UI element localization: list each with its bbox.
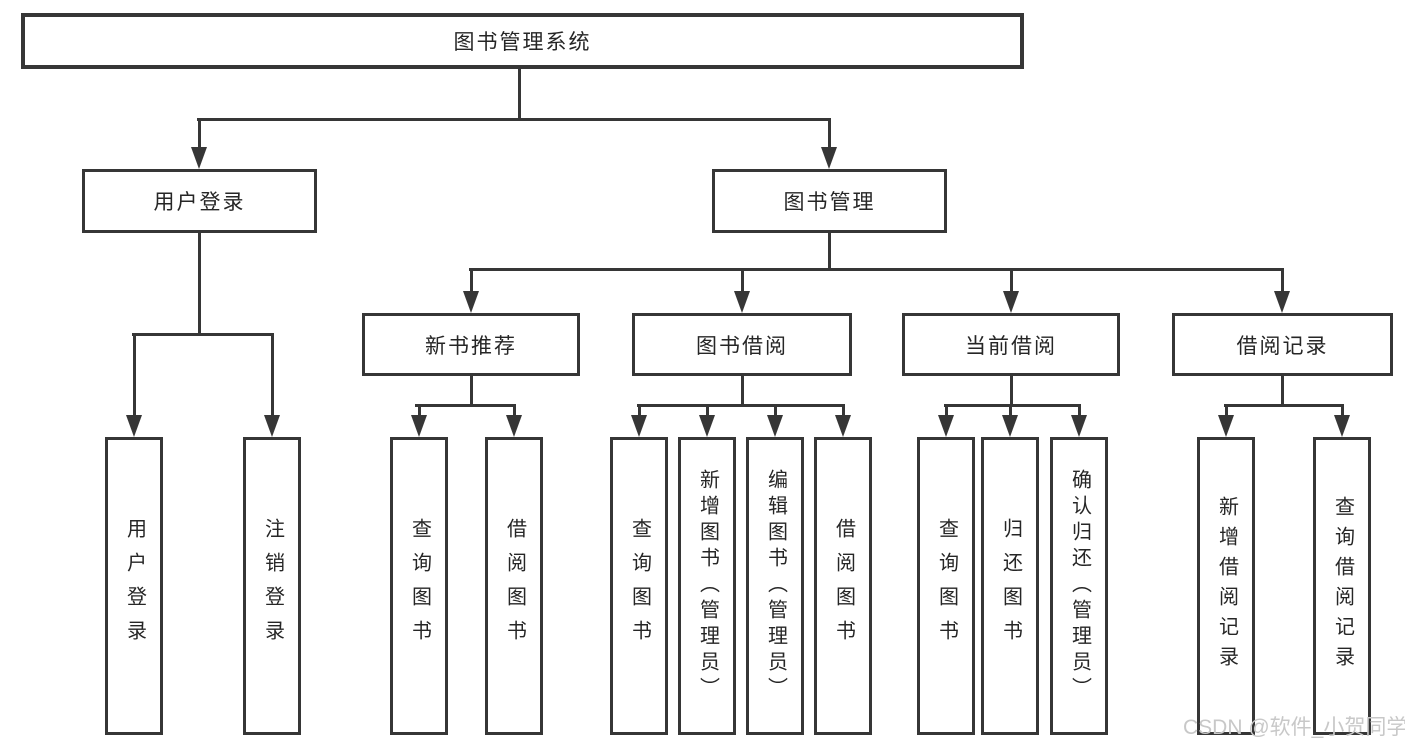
connector-line: [133, 333, 136, 417]
connector-user-login-stem: [198, 233, 201, 336]
csdn-watermark: CSDN @软件_小贺同学: [1183, 716, 1405, 739]
node-book-management-label: 图书管理: [783, 191, 876, 214]
leaf-edit-book-admin-label: 编辑图书（管理员）: [764, 469, 787, 703]
connector-group-bus: [637, 404, 845, 407]
node-borrow-records: 借阅记录: [1172, 313, 1393, 376]
node-user-login: 用户登录: [82, 169, 317, 233]
connector-line: [1010, 268, 1013, 293]
node-current-borrowing: 当前借阅: [902, 313, 1120, 376]
connector-group-stem: [470, 376, 473, 406]
connector-line: [706, 404, 709, 417]
leaf-add-borrow-record: 新增借阅记录: [1197, 437, 1255, 735]
connector-line: [1009, 404, 1012, 417]
node-new-book-recommend: 新书推荐: [362, 313, 580, 376]
leaf-user-login: 用户登录: [105, 437, 163, 735]
connector-arrow: [1274, 291, 1290, 313]
node-book-borrowing: 图书借阅: [632, 313, 852, 376]
connector-arrow: [821, 147, 837, 169]
connector-line: [945, 404, 948, 417]
connector-arrow: [1071, 415, 1087, 437]
connector-group-bus: [1224, 404, 1344, 407]
leaf-add-book-admin-label: 新增图书（管理员）: [696, 469, 719, 703]
connector-arrow: [126, 415, 142, 437]
leaf-return-books-label: 归还图书: [999, 518, 1022, 654]
connector-line: [1225, 404, 1228, 417]
leaf-borrow-books-borrowing-label: 借阅图书: [832, 518, 855, 654]
connector-group-bus: [415, 404, 516, 407]
connector-root-stem: [518, 69, 521, 120]
node-user-login-label: 用户登录: [153, 191, 246, 214]
leaf-query-books-borrowing-label: 查询图书: [628, 518, 651, 654]
leaf-add-book-admin: 新增图书（管理员）: [678, 437, 736, 735]
node-new-book-recommend-label: 新书推荐: [425, 334, 517, 358]
leaf-edit-book-admin: 编辑图书（管理员）: [746, 437, 804, 735]
connector-arrow: [463, 291, 479, 313]
connector-group-stem: [1010, 376, 1013, 406]
connector-line: [418, 404, 421, 417]
connector-line: [1078, 404, 1081, 417]
connector-line: [1341, 404, 1344, 417]
leaf-query-books-recommend-label: 查询图书: [408, 518, 431, 654]
connector-arrow: [411, 415, 427, 437]
node-book-borrowing-label: 图书借阅: [696, 334, 788, 358]
leaf-borrow-books-recommend: 借阅图书: [485, 437, 543, 735]
leaf-borrow-books-recommend-label: 借阅图书: [503, 518, 526, 654]
connector-arrow: [1334, 415, 1350, 437]
connector-level2-bus: [469, 268, 1284, 271]
connector-line: [198, 118, 201, 149]
leaf-query-books-recommend: 查询图书: [390, 437, 448, 735]
connector-line: [470, 268, 473, 293]
connector-line: [513, 404, 516, 417]
leaf-query-books-current-label: 查询图书: [935, 518, 958, 654]
connector-group-stem: [1281, 376, 1284, 406]
connector-line: [774, 404, 777, 417]
connector-line: [1281, 268, 1284, 293]
connector-user-login-bus: [132, 333, 274, 336]
leaf-logout-label: 注销登录: [261, 518, 284, 654]
connector-arrow: [938, 415, 954, 437]
connector-line: [271, 333, 274, 417]
root-node: 图书管理系统: [21, 13, 1024, 69]
leaf-confirm-return-admin: 确认归还（管理员）: [1050, 437, 1108, 735]
connector-line: [741, 268, 744, 293]
connector-line: [828, 118, 831, 149]
leaf-query-books-current: 查询图书: [917, 437, 975, 735]
leaf-query-borrow-record-label: 查询借阅记录: [1331, 496, 1354, 676]
connector-level1-bus: [197, 118, 831, 121]
connector-book-mgmt-stem: [828, 233, 831, 271]
connector-arrow: [767, 415, 783, 437]
connector-arrow: [506, 415, 522, 437]
node-book-management: 图书管理: [712, 169, 947, 233]
connector-arrow: [1003, 291, 1019, 313]
connector-arrow: [191, 147, 207, 169]
leaf-logout: 注销登录: [243, 437, 301, 735]
root-node-label: 图书管理系统: [453, 31, 592, 54]
connector-group-stem: [741, 376, 744, 406]
connector-arrow: [835, 415, 851, 437]
leaf-query-books-borrowing: 查询图书: [610, 437, 668, 735]
leaf-add-borrow-record-label: 新增借阅记录: [1215, 496, 1238, 676]
connector-arrow: [1218, 415, 1234, 437]
connector-arrow: [631, 415, 647, 437]
connector-line: [842, 404, 845, 417]
leaf-confirm-return-admin-label: 确认归还（管理员）: [1068, 469, 1091, 703]
connector-line: [638, 404, 641, 417]
leaf-borrow-books-borrowing: 借阅图书: [814, 437, 872, 735]
leaf-query-borrow-record: 查询借阅记录: [1313, 437, 1371, 735]
connector-arrow: [1002, 415, 1018, 437]
connector-arrow: [699, 415, 715, 437]
node-current-borrowing-label: 当前借阅: [965, 334, 1057, 358]
leaf-user-login-label: 用户登录: [123, 518, 146, 654]
leaf-return-books: 归还图书: [981, 437, 1039, 735]
connector-group-bus: [944, 404, 1081, 407]
node-borrow-records-label: 借阅记录: [1236, 334, 1329, 358]
connector-arrow: [734, 291, 750, 313]
connector-arrow: [264, 415, 280, 437]
